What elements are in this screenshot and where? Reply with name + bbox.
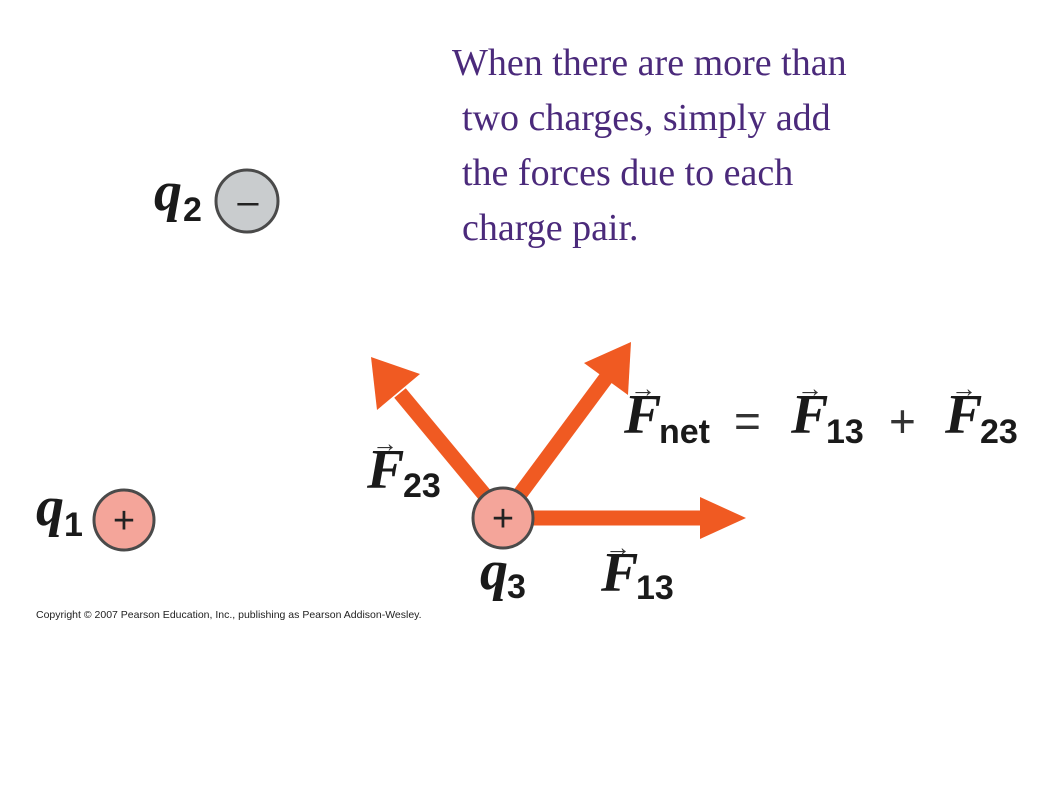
positive-sign-icon: + bbox=[113, 500, 135, 542]
force-arrow-f13 bbox=[503, 497, 746, 539]
svg-text:F: F bbox=[366, 439, 404, 501]
label-f13: → F 13 bbox=[600, 532, 674, 607]
svg-text:F: F bbox=[790, 384, 828, 446]
svg-text:=: = bbox=[734, 395, 761, 447]
svg-text:+: + bbox=[889, 395, 916, 447]
caption-line-4: charge pair. bbox=[462, 207, 639, 249]
svg-text:net: net bbox=[659, 413, 710, 451]
svg-text:23: 23 bbox=[403, 467, 441, 505]
copyright-notice: Copyright © 2007 Pearson Education, Inc.… bbox=[36, 609, 422, 621]
svg-text:23: 23 bbox=[980, 413, 1018, 451]
label-q2: q 2 bbox=[154, 161, 202, 229]
caption-line-1: When there are more than bbox=[452, 42, 847, 84]
caption-line-3: the forces due to each bbox=[462, 152, 794, 194]
svg-text:F: F bbox=[600, 542, 638, 604]
charge-q1: + bbox=[92, 488, 156, 552]
charge-q2: – bbox=[214, 168, 280, 234]
vector-arrow-icon: → bbox=[605, 532, 631, 562]
vector-arrow-icon: → bbox=[372, 428, 398, 458]
svg-text:q: q bbox=[154, 161, 182, 223]
svg-text:1: 1 bbox=[64, 506, 83, 544]
svg-text:q: q bbox=[36, 476, 64, 538]
vector-arrow-icon: → bbox=[951, 373, 977, 403]
caption-text: When there are more than two charges, si… bbox=[452, 36, 847, 256]
positive-sign-icon: + bbox=[492, 498, 514, 540]
vector-arrow-icon: → bbox=[630, 373, 656, 403]
vector-arrow-icon: → bbox=[797, 373, 823, 403]
label-q3: q 3 bbox=[480, 540, 526, 606]
negative-sign-icon: – bbox=[237, 181, 259, 223]
label-f23: → F 23 bbox=[366, 428, 441, 505]
charge-q3: + bbox=[471, 486, 535, 550]
label-q1: q 1 bbox=[36, 476, 83, 544]
svg-text:F: F bbox=[944, 384, 982, 446]
svg-text:13: 13 bbox=[826, 413, 864, 451]
svg-text:q: q bbox=[480, 540, 508, 602]
svg-text:2: 2 bbox=[183, 191, 202, 229]
svg-text:3: 3 bbox=[507, 568, 526, 606]
caption-line-2: two charges, simply add bbox=[462, 97, 831, 139]
force-arrow-fnet bbox=[496, 342, 631, 522]
svg-text:13: 13 bbox=[636, 569, 674, 607]
svg-text:F: F bbox=[623, 384, 661, 446]
net-force-equation: → F net = → F 13 + → F 23 bbox=[623, 373, 1018, 451]
